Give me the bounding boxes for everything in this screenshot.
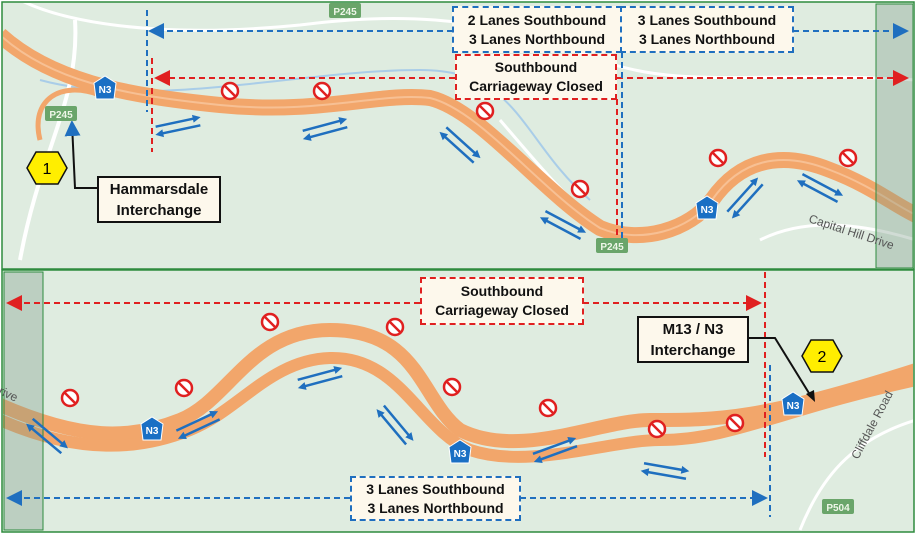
svg-text:N3: N3 (701, 205, 714, 216)
interchange-ramp (35, 87, 101, 141)
no-entry-icon (708, 148, 728, 168)
svg-text:N3: N3 (146, 426, 159, 437)
svg-text:P245: P245 (600, 242, 624, 253)
svg-text:N3: N3 (99, 85, 112, 96)
svg-text:1: 1 (43, 161, 52, 178)
no-entry-icon (442, 377, 462, 397)
location-marker-2: 2 (801, 339, 843, 373)
two-way-traffic-icon (640, 462, 690, 480)
no-entry-icon (538, 398, 558, 418)
route-label: P245 (329, 3, 361, 18)
two-way-traffic-icon (376, 404, 414, 446)
two-way-traffic-icon (539, 210, 587, 240)
svg-text:N3: N3 (454, 449, 467, 460)
pointer-arrow (64, 120, 97, 189)
no-entry-icon (260, 312, 280, 332)
n3-route-shield-icon: N3 (781, 391, 805, 416)
no-entry-icon (220, 81, 240, 101)
no-entry-icon (647, 419, 667, 439)
no-entry-icon (570, 179, 590, 199)
no-entry-icon (725, 413, 745, 433)
two-way-traffic-icon (175, 410, 221, 440)
no-entry-icon (385, 317, 405, 337)
svg-text:P504: P504 (826, 503, 850, 514)
two-way-traffic-icon (439, 126, 481, 164)
route-label: P245 (596, 238, 628, 253)
overlap-shade (3, 271, 44, 531)
two-way-traffic-icon (532, 437, 578, 463)
no-entry-icon (475, 101, 495, 121)
n3-route-shield-icon: N3 (140, 416, 164, 441)
n3-route-shield-icon: N3 (93, 75, 117, 100)
svg-text:2: 2 (818, 349, 827, 366)
n3-highway-b (3, 351, 913, 463)
two-way-traffic-icon (726, 177, 764, 219)
no-entry-icon (60, 388, 80, 408)
pointer-arrow (748, 337, 813, 399)
svg-text:P245: P245 (333, 7, 357, 18)
two-way-traffic-icon (297, 366, 343, 390)
minor-road (18, 19, 78, 261)
svg-text:N3: N3 (787, 401, 800, 412)
overlap-shade (875, 3, 913, 268)
n3-route-shield-icon: N3 (448, 439, 472, 464)
n3-highway-a (3, 322, 913, 449)
no-entry-icon (838, 148, 858, 168)
minor-road (798, 419, 913, 531)
location-marker-1: 1 (26, 151, 68, 185)
two-way-traffic-icon (155, 114, 201, 138)
svg-text:P245: P245 (49, 110, 73, 121)
two-way-traffic-icon (26, 417, 68, 455)
route-label: P504 (822, 499, 854, 514)
n3-route-shield-icon: N3 (695, 195, 719, 220)
route-label: P245 (45, 106, 77, 121)
no-entry-icon (312, 81, 332, 101)
two-way-traffic-icon (302, 117, 348, 141)
two-way-traffic-icon (796, 173, 844, 203)
no-entry-icon (174, 378, 194, 398)
